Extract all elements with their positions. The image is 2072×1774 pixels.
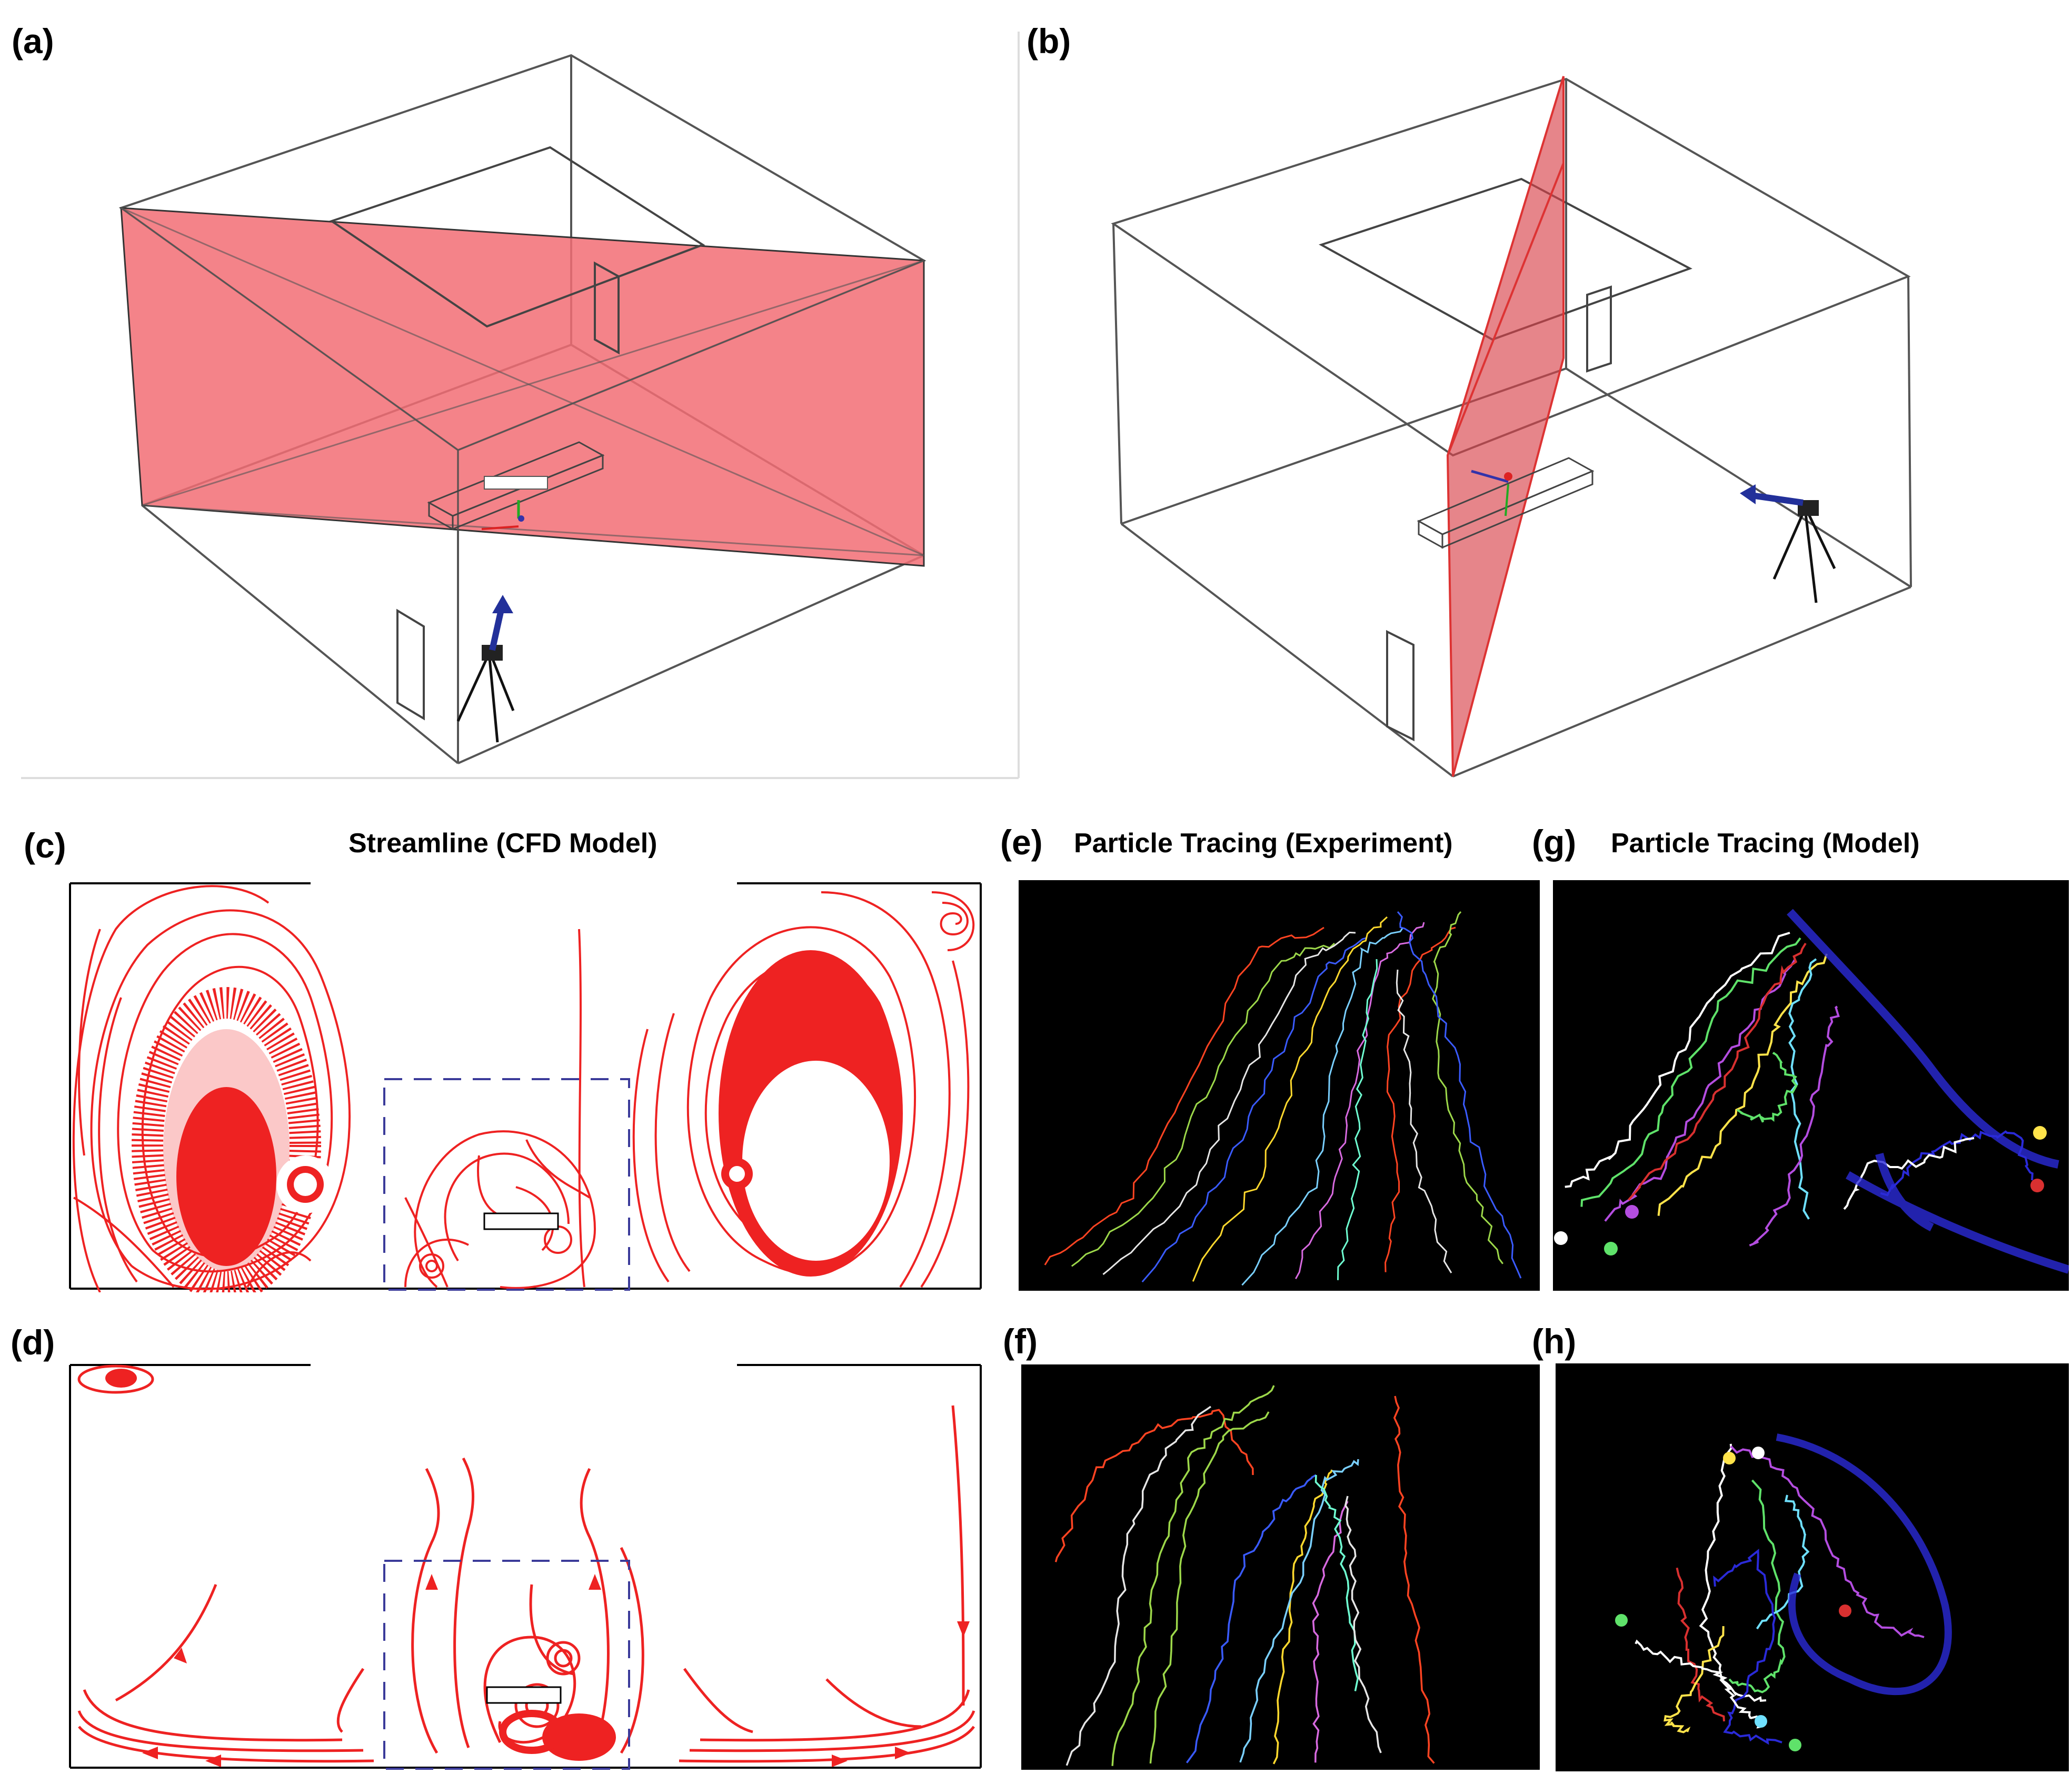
particle-trace-h	[1556, 1363, 2069, 1771]
trace-f-1	[1054, 1409, 1254, 1562]
trace-e-5	[1192, 916, 1388, 1282]
trace-e-3	[1102, 931, 1356, 1275]
particle-trace-f	[1021, 1364, 1540, 1770]
trace-h-1	[1699, 1443, 1767, 1702]
trace-h-5	[1663, 1626, 1725, 1733]
trace-h-3	[1730, 1446, 1925, 1638]
table-c	[483, 1212, 559, 1230]
ceiling-opening-a	[329, 146, 705, 328]
trace-f-2	[1149, 1411, 1270, 1764]
trace-e-12	[1397, 911, 1522, 1279]
panel-label-c: (c)	[24, 826, 66, 865]
panel-label-f: (f)	[1003, 1322, 1038, 1361]
panel-label-d: (d)	[11, 1323, 55, 1362]
trace-f-11	[1344, 1496, 1382, 1753]
trace-g-endpoint-5	[2030, 1179, 2044, 1192]
trace-g-3	[1604, 958, 1796, 1222]
trace-g-5	[1657, 953, 1828, 1216]
dashed-region-c	[383, 1078, 630, 1291]
trace-f-9	[1393, 1396, 1435, 1764]
trace-h-endpoint-2	[1723, 1452, 1736, 1464]
trace-g-4	[1628, 942, 1807, 1201]
trace-f-10	[1111, 1385, 1275, 1766]
wall-vent-b-left	[1386, 630, 1414, 742]
panel-label-a: (a)	[12, 22, 54, 61]
trace-e-11	[1396, 969, 1452, 1273]
tripod-camera-a	[456, 595, 515, 743]
trace-e-8	[1337, 959, 1378, 1280]
streamline-plot-c	[69, 882, 982, 1292]
wall-vent-a-left	[396, 609, 425, 721]
trace-h-7	[1713, 1549, 1782, 1745]
room-wireframe-b	[1111, 77, 1912, 778]
trace-f-8	[1314, 1474, 1359, 1691]
table-top-white-a	[484, 476, 548, 490]
trace-e-7	[1294, 922, 1425, 1280]
trace-e-6	[1241, 927, 1404, 1286]
table-box-b	[1417, 457, 1595, 549]
trace-h-large-blue	[1776, 1433, 1952, 1696]
trace-e-1	[1044, 926, 1324, 1265]
trace-g-10	[1749, 1005, 1840, 1247]
table-box-a	[427, 441, 605, 531]
panel-title-c: Streamline (CFD Model)	[348, 828, 658, 859]
room-diagram-a	[21, 32, 1020, 779]
trace-g-2	[1580, 937, 1801, 1207]
trace-h-endpoint-3	[1839, 1604, 1851, 1617]
trace-g-8	[1843, 1137, 1975, 1210]
trace-g-endpoint-1	[1554, 1231, 1568, 1245]
trace-g-endpoint-3	[1625, 1205, 1639, 1219]
panel-label-h: (h)	[1532, 1322, 1577, 1361]
streamline-arrows-d	[142, 1574, 970, 1767]
tripod-camera-b	[1740, 484, 1836, 603]
trace-h-endpoint-6	[1755, 1715, 1767, 1728]
panel-label-b: (b)	[1027, 22, 1071, 61]
trace-h-endpoint-1	[1615, 1614, 1628, 1627]
trace-h-8	[1635, 1639, 1761, 1729]
dashed-region-d	[383, 1560, 630, 1770]
particle-trace-e	[1019, 880, 1540, 1291]
trace-h-endpoint-4	[1752, 1447, 1765, 1459]
trace-h-6	[1756, 1494, 1810, 1630]
panel-label-g: (g)	[1532, 823, 1577, 862]
trace-h-4	[1676, 1567, 1725, 1722]
trace-f-7	[1312, 1501, 1349, 1763]
wall-vent-b-right	[1586, 285, 1612, 373]
table-d	[486, 1686, 562, 1704]
vortex-core-left	[132, 987, 321, 1292]
wall-vent-a-right	[594, 261, 620, 355]
trace-f-6	[1239, 1459, 1359, 1763]
panel-title-g: Particle Tracing (Model)	[1611, 828, 1920, 859]
panel-title-e: Particle Tracing (Experiment)	[1074, 828, 1453, 859]
ceiling-opening-b	[1319, 177, 1692, 341]
trace-h-endpoint-5	[1789, 1739, 1801, 1751]
room-diagram-b	[1111, 76, 1912, 778]
trace-g-endpoint-4	[2033, 1126, 2047, 1140]
trace-g-1	[1565, 932, 1790, 1188]
particle-trace-g	[1553, 880, 2069, 1291]
trace-e-4	[1141, 937, 1367, 1283]
trace-g-large-blue	[1787, 909, 2069, 1274]
trace-f-4	[1186, 1474, 1317, 1763]
panel-label-e: (e)	[1000, 823, 1043, 862]
trace-g-endpoint-2	[1604, 1242, 1618, 1255]
trace-f-3	[1065, 1406, 1212, 1766]
trace-e-9	[1384, 926, 1456, 1272]
streamline-plot-d	[69, 1364, 982, 1770]
room-wireframe-overlay-a	[121, 207, 924, 763]
trace-g-9	[1736, 1052, 1798, 1123]
measurement-plane-b	[1446, 76, 1565, 777]
trace-h-2	[1728, 1479, 1786, 1693]
trace-e-10	[1432, 911, 1503, 1264]
trace-e-2	[1071, 942, 1336, 1267]
